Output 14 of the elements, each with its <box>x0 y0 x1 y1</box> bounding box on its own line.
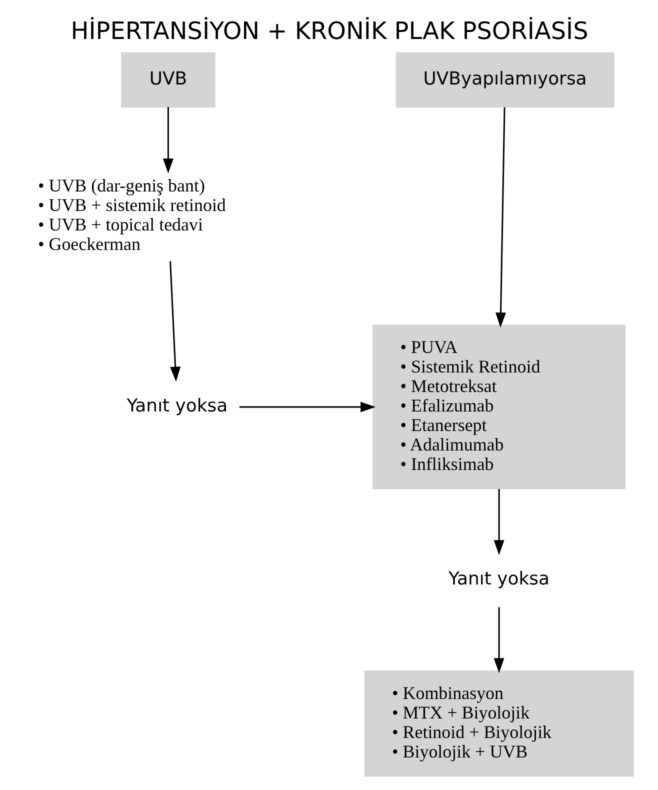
arrow <box>162 107 173 174</box>
arrow <box>238 402 376 412</box>
node-box: • PUVA • Sistemik Retinoid • Metotreksat • Efalizumab • Etanersept • Adalimumab • Infliksimab <box>372 324 626 490</box>
node-text: Yanıt yoksa <box>126 396 228 417</box>
node-text: Yanıt yoksa <box>448 568 550 590</box>
node-text: • UVB (dar-geniş bant) • UVB + sistemik retinoid • UVB + topical tedavi • Goeckerman <box>37 176 226 254</box>
arrow <box>493 607 504 674</box>
arrow <box>493 488 504 556</box>
node-box: • Kombinasyon • MTX + Biyolojik • Retinoid + Biyolojik • Biyolojik + UVB <box>364 670 634 777</box>
node-box: UVByapılamıyorsa <box>395 52 614 108</box>
arrow <box>495 107 506 328</box>
arrow <box>169 261 180 382</box>
diagram-title: HİPERTANSİYON + KRONİK PLAK PSORİASİS <box>70 17 588 46</box>
node-box: UVB <box>120 52 215 108</box>
